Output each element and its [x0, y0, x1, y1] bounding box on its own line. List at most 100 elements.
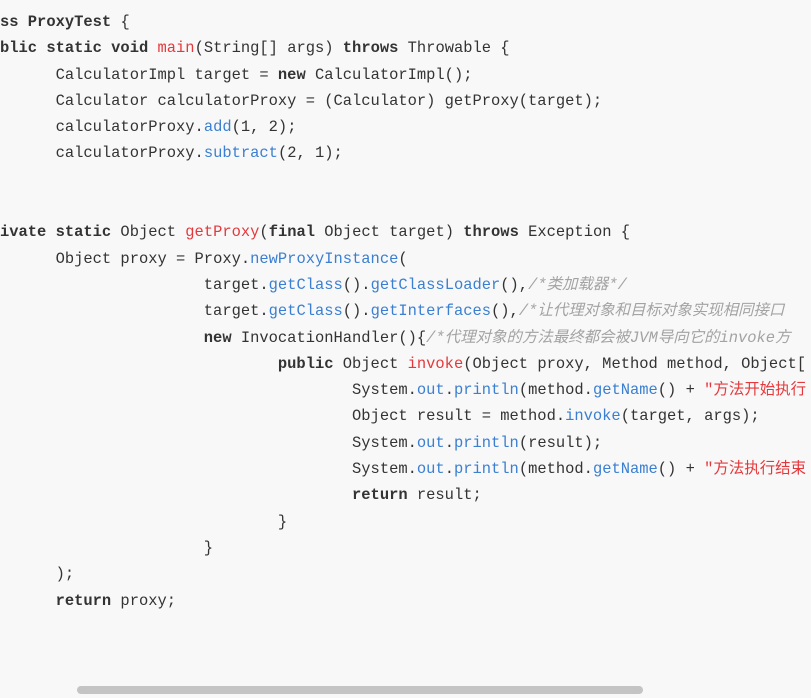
- closing-brace: }: [203, 538, 214, 557]
- string-literal: "方法开始执行: [704, 381, 807, 400]
- code-text: (: [259, 223, 269, 242]
- code-text: proxy;: [111, 591, 177, 610]
- code-text: CalculatorImpl target =: [55, 65, 278, 84]
- code-text: target.: [203, 302, 269, 321]
- code-line: target.getClass().getInterfaces(),/*让代理对…: [0, 298, 811, 324]
- code-line: System.out.println(method.getName() + "方…: [0, 377, 811, 403]
- code-text: System.: [352, 433, 417, 452]
- method-call-token: println: [453, 460, 519, 479]
- code-line: calculatorProxy.subtract(2, 1);: [0, 140, 811, 166]
- method-call-token: newProxyInstance: [250, 249, 399, 268]
- code-text: (),: [500, 275, 529, 294]
- scrollbar-thumb[interactable]: [77, 686, 643, 694]
- code-line: Object result = method.invoke(target, ar…: [0, 403, 811, 429]
- method-call-token: getName: [592, 460, 658, 479]
- code-text: .: [444, 460, 454, 479]
- code-text: System.: [352, 460, 417, 479]
- code-text: ().: [342, 302, 371, 321]
- code-line: }: [0, 535, 811, 561]
- code-line: CalculatorImpl target = new CalculatorIm…: [0, 62, 811, 88]
- code-text: .: [444, 433, 454, 452]
- code-text: (2, 1);: [277, 144, 343, 163]
- keyword-token: ivate static: [0, 223, 112, 242]
- class-name-token: ProxyTest: [27, 13, 112, 31]
- member-access-token: out: [416, 460, 445, 479]
- code-text: () +: [657, 381, 705, 400]
- keyword-token: return: [55, 591, 112, 610]
- member-access-token: out: [416, 381, 445, 400]
- code-text: result;: [407, 486, 482, 505]
- code-line: System.out.println(result);: [0, 430, 811, 456]
- method-call-token: getClass: [268, 275, 343, 294]
- code-text: (method.: [518, 460, 593, 479]
- keyword-token: throws: [463, 223, 519, 242]
- code-line: ss ProxyTest {: [0, 9, 811, 35]
- code-line: return proxy;: [0, 588, 811, 614]
- code-line: ivate static Object getProxy(final Objec…: [0, 219, 811, 245]
- keyword-token: public: [277, 354, 334, 373]
- code-line-blank: [0, 193, 811, 219]
- code-text: Object: [333, 354, 408, 373]
- code-text: (1, 2);: [231, 118, 297, 137]
- code-text: Object target): [315, 223, 464, 242]
- code-text: Object result = method.: [352, 407, 566, 426]
- code-text: Object: [111, 223, 186, 242]
- code-listing: ss ProxyTest { blic static void main(Str…: [0, 9, 811, 614]
- method-declaration-name: invoke: [407, 354, 464, 373]
- code-text: target.: [203, 275, 269, 294]
- code-text: Exception {: [518, 223, 631, 242]
- code-text: calculatorProxy.: [55, 118, 204, 137]
- code-text: InvocationHandler(){: [231, 328, 427, 347]
- keyword-token: blic static void: [0, 39, 149, 58]
- code-text: Object proxy = Proxy.: [55, 249, 251, 268]
- method-call-token: println: [453, 381, 519, 400]
- member-access-token: out: [416, 433, 445, 452]
- method-call-token: invoke: [565, 407, 621, 426]
- keyword-token: ss: [0, 13, 19, 31]
- code-text: (Object proxy, Method method, Object[: [463, 354, 806, 373]
- code-line: new InvocationHandler(){/*代理对象的方法最终都会被JV…: [0, 325, 811, 351]
- method-call-token: add: [203, 118, 232, 137]
- code-line: calculatorProxy.add(1, 2);: [0, 114, 811, 140]
- code-line: }: [0, 509, 811, 535]
- method-call-token: getName: [592, 381, 658, 400]
- code-text: (String[] args): [194, 39, 343, 58]
- code-line: blic static void main(String[] args) thr…: [0, 35, 811, 61]
- code-text: calculatorProxy.: [55, 144, 204, 163]
- code-line: System.out.println(method.getName() + "方…: [0, 456, 811, 482]
- code-line: public Object invoke(Object proxy, Metho…: [0, 351, 811, 377]
- comment-token: /*类加载器*/: [528, 275, 627, 294]
- keyword-token: new: [277, 65, 306, 84]
- code-text: (target, args);: [620, 407, 760, 426]
- code-text: (),: [491, 302, 519, 321]
- comment-token: /*代理对象的方法最终都会被JVM导向它的invoke方: [426, 328, 791, 347]
- code-text: System.: [352, 381, 417, 400]
- closing-brace: }: [277, 512, 288, 531]
- keyword-token: throws: [342, 39, 399, 58]
- code-text: ().: [342, 275, 371, 294]
- code-text: .: [444, 381, 454, 400]
- horizontal-scrollbar[interactable]: [0, 682, 811, 698]
- code-text: (method.: [518, 381, 593, 400]
- method-declaration-name: getProxy: [185, 223, 260, 242]
- string-literal: "方法执行结束: [704, 460, 807, 479]
- code-text: Calculator calculatorProxy = (Calculator…: [55, 91, 603, 110]
- code-text: (: [398, 249, 408, 268]
- method-call-token: subtract: [203, 144, 278, 163]
- keyword-token: final: [268, 223, 316, 242]
- code-text: [19, 13, 28, 31]
- code-text: () +: [657, 460, 705, 479]
- code-text: );: [55, 565, 75, 584]
- code-line-blank: [0, 167, 811, 193]
- code-text: {: [111, 13, 130, 31]
- code-line: );: [0, 561, 811, 587]
- code-line: Calculator calculatorProxy = (Calculator…: [0, 88, 811, 114]
- method-declaration-name: main: [157, 39, 195, 58]
- method-call-token: getClassLoader: [370, 275, 501, 294]
- code-text: [148, 39, 157, 57]
- code-line: return result;: [0, 482, 811, 508]
- keyword-token: return: [352, 486, 408, 505]
- method-call-token: println: [453, 433, 519, 452]
- code-text: (result);: [518, 433, 603, 452]
